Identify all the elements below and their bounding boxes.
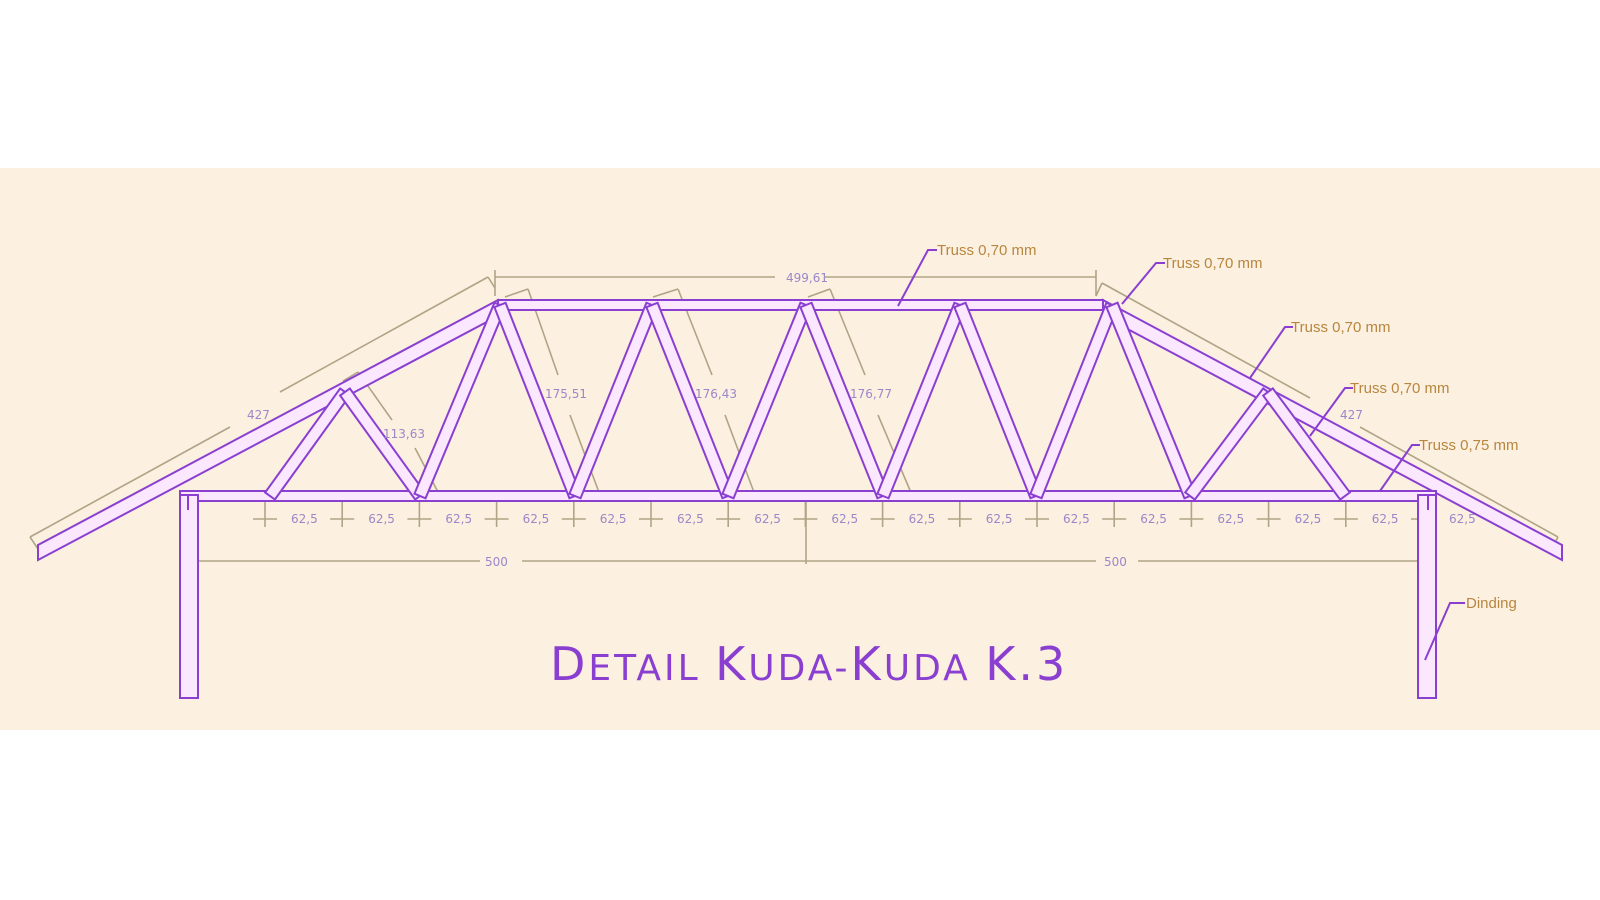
svg-text:176,43: 176,43 <box>695 387 737 401</box>
span-dimension: 62,5 <box>523 512 550 526</box>
dimension-text: 427 427 499,61 113,63 175,51 176,43 176,… <box>247 271 1476 569</box>
span-dimension: 62,5 <box>1217 512 1244 526</box>
span-dimension: 62,5 <box>909 512 936 526</box>
svg-text:500: 500 <box>1104 555 1127 569</box>
truss-members <box>37 298 1563 699</box>
label-truss-top: Truss 0,70 mm <box>937 242 1036 259</box>
drawing-background <box>0 168 1600 730</box>
span-dimension: 62,5 <box>1063 512 1090 526</box>
drawing-title: DETAIL KUDA-KUDA K.3 <box>550 637 1068 691</box>
material-labels: Truss 0,70 mm Truss 0,70 mm Truss 0,70 m… <box>937 242 1518 612</box>
label-truss-ridge-right: Truss 0,70 mm <box>1163 255 1262 272</box>
span-dimension: 62,5 <box>1140 512 1167 526</box>
truss-webs <box>263 301 1352 502</box>
span-dimension: 62,5 <box>1295 512 1322 526</box>
svg-text:427: 427 <box>1340 408 1363 422</box>
span-dimension: 62,5 <box>291 512 318 526</box>
span-dimension: 62,5 <box>1372 512 1399 526</box>
svg-text:175,51: 175,51 <box>545 387 587 401</box>
svg-text:427: 427 <box>247 408 270 422</box>
label-truss-rafter-right: Truss 0,70 mm <box>1291 319 1390 336</box>
svg-text:176,77: 176,77 <box>850 387 892 401</box>
leader-lines <box>897 249 1465 661</box>
span-dimension: 62,5 <box>1449 512 1476 526</box>
label-wall: Dinding <box>1466 595 1517 612</box>
span-dimension: 62,5 <box>445 512 472 526</box>
svg-text:499,61: 499,61 <box>786 271 828 285</box>
span-dimension: 62,5 <box>600 512 627 526</box>
span-dimension: 62,5 <box>677 512 704 526</box>
span-dimension: 62,5 <box>831 512 858 526</box>
label-truss-web-right: Truss 0,70 mm <box>1350 380 1449 397</box>
svg-text:500: 500 <box>485 555 508 569</box>
span-dimension: 62,5 <box>754 512 781 526</box>
svg-text:113,63: 113,63 <box>383 427 425 441</box>
label-truss-bottom-right: Truss 0,75 mm <box>1419 437 1518 454</box>
span-dimension: 62,5 <box>986 512 1013 526</box>
dimension-lines <box>29 270 1559 564</box>
span-dimension: 62,5 <box>368 512 395 526</box>
